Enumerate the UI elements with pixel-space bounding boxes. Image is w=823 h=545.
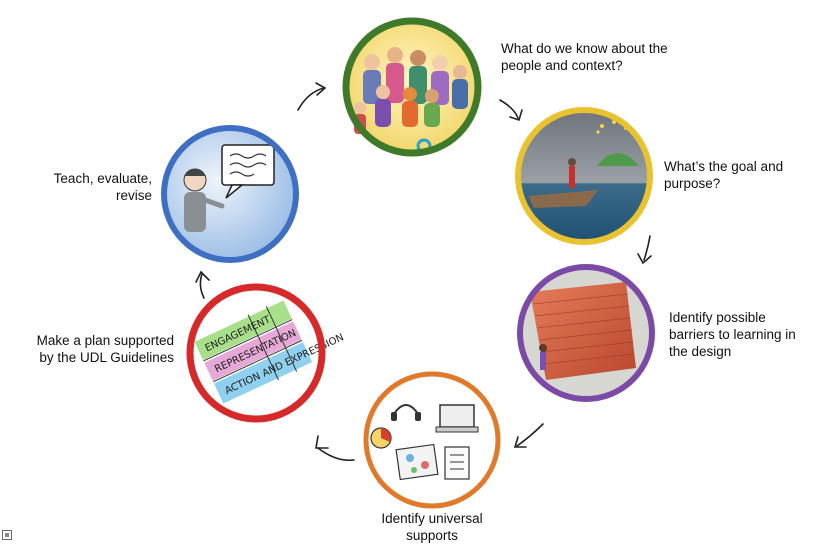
label-plan-udl: Make a plan supported by the UDL Guideli… <box>12 332 174 366</box>
circle-teach-evaluate <box>161 125 299 263</box>
circle-barriers <box>517 264 655 402</box>
label-line: What’s the goal and <box>664 159 784 174</box>
teacher-speech-illustration <box>183 144 275 232</box>
people-group-illustration <box>354 47 468 154</box>
arrow-people-to-goal <box>499 99 523 122</box>
label-line: by the UDL Guidelines <box>39 350 174 365</box>
circle-plan-udl: ENGAGEMENT REPRESENTATION ACTION AND EXP… <box>186 283 346 423</box>
label-line: barriers to learning in <box>669 327 796 342</box>
circle-people-context <box>342 17 482 157</box>
label-line: purpose? <box>664 176 721 191</box>
arrow-plan-to-teach <box>195 270 210 299</box>
label-line: Identify possible <box>669 310 766 325</box>
cycle-arrows <box>195 82 652 462</box>
label-goal-purpose: What’s the goal and purpose? <box>664 158 783 192</box>
arrow-barriers-to-supports <box>513 423 544 448</box>
circle-goal-purpose <box>515 107 653 245</box>
label-line: Teach, evaluate, <box>53 171 152 186</box>
arrow-supports-to-plan <box>315 435 355 462</box>
label-line: What do we know about the <box>501 41 668 56</box>
arrow-goal-to-barriers <box>637 235 652 265</box>
label-universal-supports: Identify universal supports <box>370 510 494 544</box>
label-line: supports <box>406 528 458 543</box>
boat-on-sea-illustration <box>528 120 639 208</box>
supports-icons-illustration <box>370 404 479 481</box>
label-barriers: Identify possible barriers to learning i… <box>669 309 796 360</box>
label-people-context: What do we know about the people and con… <box>501 40 668 74</box>
label-line: revise <box>115 188 152 203</box>
label-line: Identify universal <box>381 511 483 526</box>
label-line: people and context? <box>501 58 623 73</box>
brick-wall-illustration <box>530 282 636 380</box>
label-teach-evaluate: Teach, evaluate, revise <box>40 170 152 204</box>
label-line: Make a plan supported <box>36 333 174 348</box>
circle-universal-supports <box>363 371 501 509</box>
expand-icon[interactable] <box>2 530 12 540</box>
label-line: the design <box>669 344 732 359</box>
arrow-teach-to-people <box>297 82 327 111</box>
